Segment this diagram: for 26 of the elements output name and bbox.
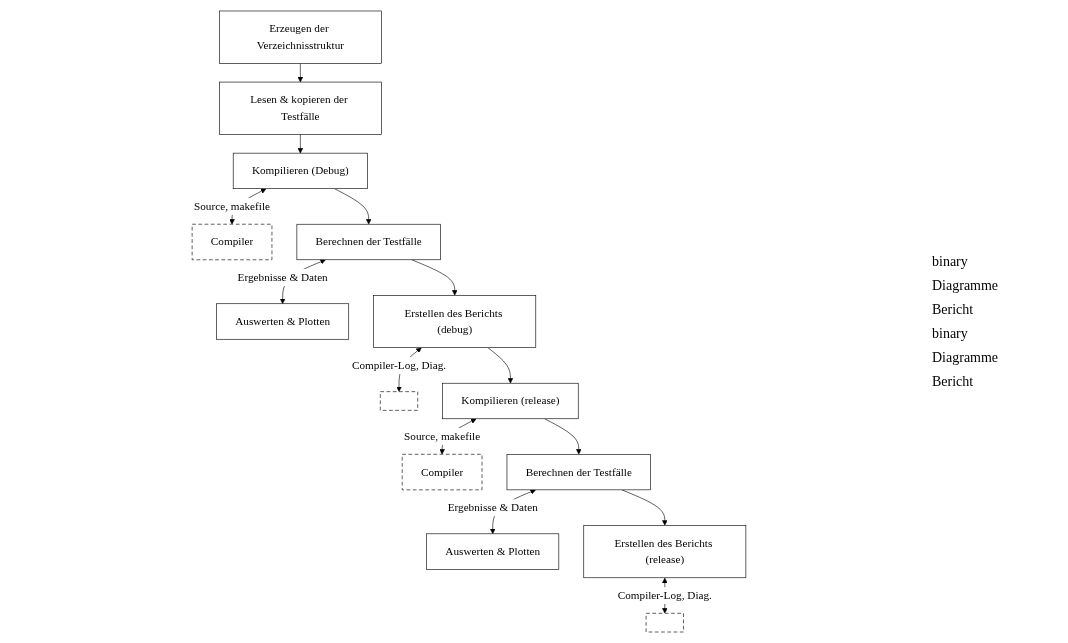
node-box — [645, 613, 684, 633]
node-box: Kompilieren (release) — [442, 382, 579, 420]
edge-label: Source, makefile — [404, 429, 481, 443]
edge-label: Compiler-Log, Diag. — [617, 588, 712, 602]
edge-label: Ergebnisse & Daten — [447, 501, 538, 514]
node-box: Compiler — [191, 223, 273, 261]
node-box: Erstellen des Berichts (debug) — [373, 295, 537, 348]
edge-note: Diagramme — [932, 349, 1000, 366]
node-box: Compiler — [401, 454, 483, 491]
edge-label: Ergebnisse & Daten — [237, 271, 328, 284]
edge-note: Bericht — [932, 373, 975, 390]
node-box: Erstellen des Berichts (release) — [583, 525, 747, 579]
node-box: Auswerten & Plotten — [426, 533, 560, 570]
edge-label: Compiler-Log, Diag. — [351, 358, 447, 372]
node-box — [380, 391, 419, 411]
edge-note: Diagramme — [932, 277, 1000, 294]
node-box: Auswerten & Plotten — [216, 303, 350, 340]
node-box: Erzeugen der Verzeichnisstruktur — [219, 10, 382, 64]
node-box: Berechnen der Testfälle — [296, 223, 441, 261]
edge-note: Bericht — [932, 301, 975, 318]
edge-note: binary — [932, 253, 969, 270]
node-box: Berechnen der Testfälle — [506, 454, 651, 491]
edge-label: Source, makefile — [194, 199, 271, 213]
node-box: Lesen & kopieren der Testfälle — [219, 81, 382, 135]
edge-note: binary — [932, 325, 969, 342]
node-box: Kompilieren (Debug) — [232, 152, 368, 189]
